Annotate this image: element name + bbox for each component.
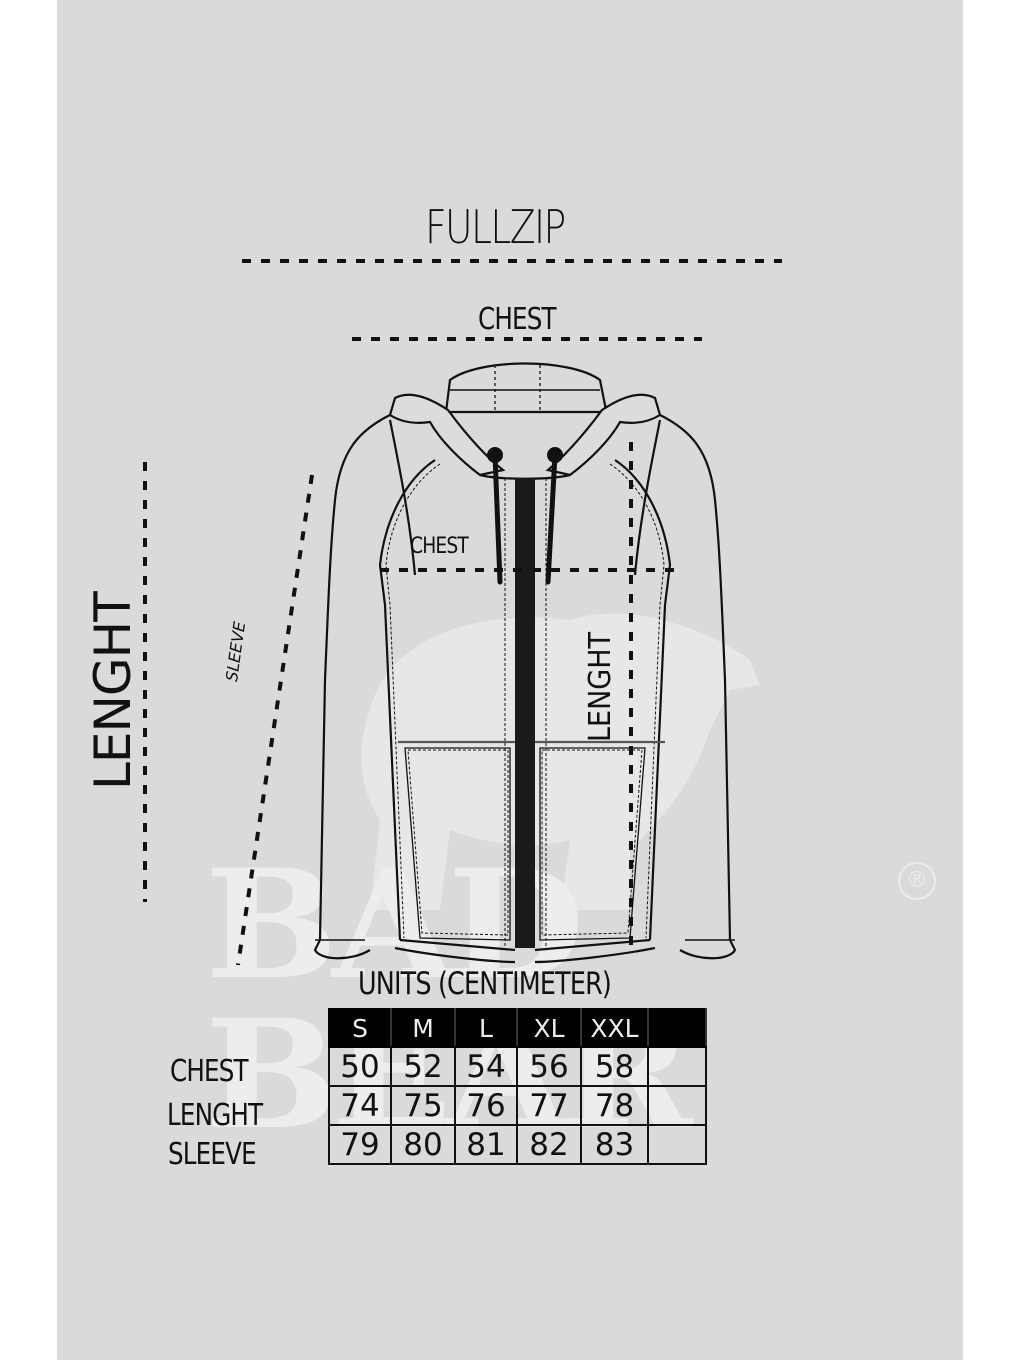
table-cell: 54 <box>454 1046 518 1087</box>
sleeve-dimension-line <box>236 474 314 966</box>
size-header-cell: L <box>454 1008 518 1048</box>
table-cell: 78 <box>580 1085 649 1126</box>
size-header-cell: XXL <box>580 1008 649 1048</box>
size-header-cell: XL <box>516 1008 582 1048</box>
table-cell: 83 <box>580 1124 649 1165</box>
table-cell: 80 <box>390 1124 456 1165</box>
table-cell: 50 <box>328 1046 392 1087</box>
table-cell: 58 <box>580 1046 649 1087</box>
table-row: 50 52 54 56 58 <box>328 1046 707 1087</box>
chest-top-label: CHEST <box>478 302 557 337</box>
table-cell: 75 <box>390 1085 456 1126</box>
chest-inner-label: CHEST <box>410 534 469 559</box>
table-cell <box>647 1124 707 1165</box>
registered-mark-icon: ® <box>898 862 936 900</box>
chest-top-dimension-line <box>352 337 702 341</box>
table-cell: 81 <box>454 1124 518 1165</box>
table-cell <box>647 1046 707 1087</box>
table-cell: 56 <box>516 1046 582 1087</box>
table-cell: 79 <box>328 1124 392 1165</box>
table-cell: 76 <box>454 1085 518 1126</box>
chest-inner-dimension-line <box>380 568 680 572</box>
fullzip-dimension-line <box>242 259 782 263</box>
size-header-cell: S <box>328 1008 392 1048</box>
row-label-sleeve: SLEEVE <box>168 1137 257 1172</box>
table-cell: 82 <box>516 1124 582 1165</box>
units-caption: UNITS (CENTIMETER) <box>358 966 612 1002</box>
size-header-cell <box>647 1008 707 1048</box>
table-cell <box>647 1085 707 1126</box>
length-dimension-line <box>143 462 147 902</box>
table-cell: 52 <box>390 1046 456 1087</box>
length-label: LENGHT <box>84 592 142 790</box>
row-label-length: LENGHT <box>167 1098 263 1133</box>
size-header-cell: M <box>390 1008 456 1048</box>
size-header-row: S M L XL XXL <box>328 1008 707 1048</box>
table-cell: 74 <box>328 1085 392 1126</box>
hoodie-outline-icon <box>313 362 737 964</box>
length-inner-label: LENGHT <box>583 631 618 742</box>
size-chart-table: S M L XL XXL 50 52 54 56 58 74 75 76 77 … <box>328 1008 707 1165</box>
table-row: 79 80 81 82 83 <box>328 1124 707 1165</box>
length-inner-dimension-line <box>629 442 633 948</box>
table-row: 74 75 76 77 78 <box>328 1085 707 1126</box>
product-title: FULLZIP <box>425 200 566 254</box>
table-cell: 77 <box>516 1085 582 1126</box>
row-label-chest: CHEST <box>170 1054 249 1089</box>
